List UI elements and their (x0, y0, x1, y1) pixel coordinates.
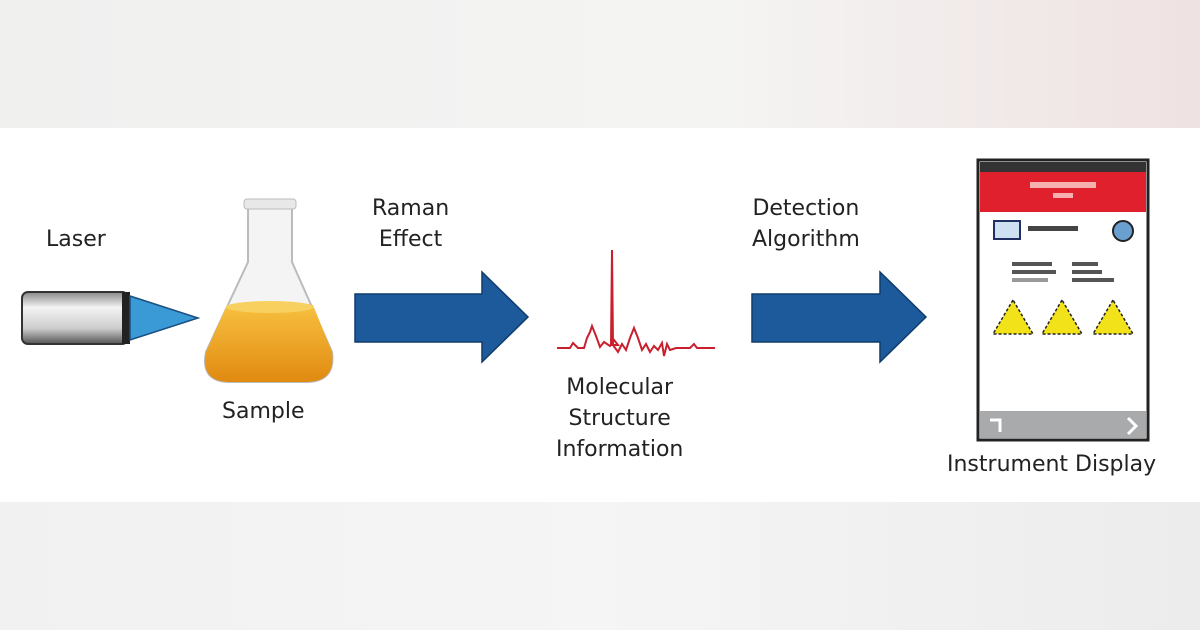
molecular-line-3: Information (556, 437, 684, 462)
raman-line-2: Effect (378, 227, 443, 252)
detection-line-1: Detection (752, 196, 860, 221)
raman-label: Raman Effect (372, 193, 449, 255)
arrow-icon (354, 270, 530, 364)
arrow-icon (751, 270, 928, 364)
detection-label: Detection Algorithm (752, 193, 860, 255)
detection-line-2: Algorithm (752, 227, 860, 252)
molecular-label: Molecular Structure Information (556, 372, 683, 465)
sample-label: Sample (222, 399, 305, 424)
bottom-band (0, 502, 1200, 630)
laser-label: Laser (46, 227, 106, 252)
flask-icon (204, 198, 334, 383)
raman-line-1: Raman (372, 196, 450, 221)
laser-icon (21, 291, 201, 345)
top-band (0, 0, 1200, 128)
instrument-label: Instrument Display (947, 452, 1157, 477)
device-icon (976, 158, 1150, 442)
molecular-line-1: Molecular (566, 375, 674, 400)
spectrum-icon (557, 249, 715, 357)
molecular-line-2: Structure (568, 406, 671, 431)
